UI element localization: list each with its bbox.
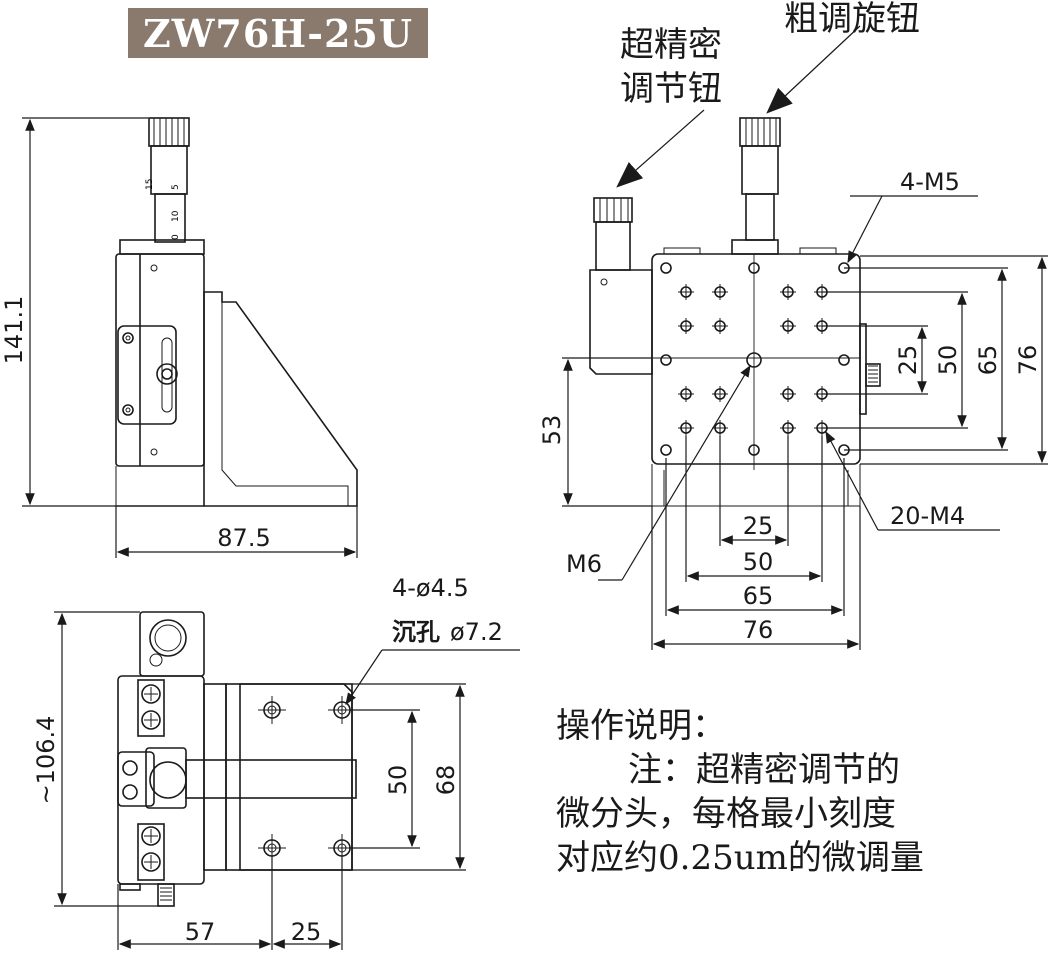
notes-line-2: 微分头，每格最小刻度	[556, 794, 896, 834]
mic-tick-5: 5	[171, 184, 181, 190]
label-counterbore-prefix: 沉孔	[392, 617, 440, 646]
dim-top-68: 68	[432, 765, 460, 796]
label-20-m4: 20-M4	[890, 502, 965, 530]
label-4-m5: 4-M5	[900, 168, 960, 196]
label-counterbore-value: ø7.2	[450, 618, 503, 646]
dim-side-height: 141.1	[0, 296, 28, 365]
dim-front-25v: 25	[894, 345, 922, 376]
operation-notes: 操作说明： 注：超精密调节的 微分头，每格最小刻度 对应约0.25um的微调量	[556, 704, 1026, 880]
label-through-hole: 4-ø4.5	[392, 574, 469, 602]
front-view: 25 50 65 76 25 50 65 76 53 M6 4-M5 2	[538, 0, 1048, 650]
dim-top-height: ~106.4	[32, 716, 60, 805]
dim-front-65h: 65	[743, 582, 774, 610]
dim-top-25: 25	[291, 918, 322, 946]
notes-line-1: 注：超精密调节的	[628, 750, 900, 790]
notes-heading: 操作说明：	[556, 706, 726, 746]
dim-top-57: 57	[185, 918, 216, 946]
dim-top-50: 50	[384, 765, 412, 796]
label-m6: M6	[566, 550, 602, 578]
mic-tick-10: 10	[171, 210, 181, 222]
label-fine-knob-line1: 超精密	[620, 25, 722, 65]
dim-front-76h: 76	[743, 616, 774, 644]
dim-front-25h: 25	[743, 512, 774, 540]
dim-front-53: 53	[538, 415, 566, 446]
dim-front-65v: 65	[974, 345, 1002, 376]
mic-tick-15: 15	[145, 179, 155, 190]
dim-side-depth: 87.5	[217, 524, 270, 552]
label-fine-knob-line2: 调节钮	[620, 69, 722, 109]
label-coarse-knob: 粗调旋钮	[784, 0, 920, 39]
dim-front-50h: 50	[743, 548, 774, 576]
mic-tick-0: 0	[171, 234, 181, 240]
dim-front-76v: 76	[1014, 345, 1042, 376]
top-view: ~106.4 50 68 57 25 4-ø4.5 沉孔 ø7.2	[32, 574, 520, 950]
model-title: ZW76H-25U	[143, 10, 413, 56]
notes-line-3: 对应约0.25um的微调量	[556, 838, 924, 878]
side-view: 15 5 10 0 141.1 87.5	[0, 117, 358, 558]
dim-front-50v: 50	[934, 345, 962, 376]
model-title-badge: ZW76H-25U	[128, 8, 428, 58]
